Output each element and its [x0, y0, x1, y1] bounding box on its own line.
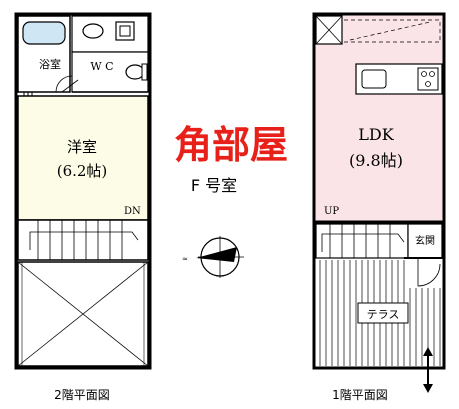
toilet-icon [125, 64, 145, 80]
sink-icon [361, 69, 387, 89]
terrace-label: テラス [367, 308, 400, 321]
second-floor-caption: 2階平面図 [54, 387, 110, 402]
bathtub [22, 21, 66, 45]
stair-up-label: UP [324, 206, 339, 217]
second-floor-plan: 浴室 W C 洋室 (6.2帖) DN [14, 12, 152, 402]
door-swing [417, 258, 441, 287]
first-floor-caption: 1階平面図 [332, 387, 388, 402]
door-swing [55, 75, 73, 93]
ldk-size: (9.8帖) [349, 151, 403, 170]
washbasin-icon [82, 23, 104, 39]
ldk-room [312, 12, 446, 224]
wc-label: W C [90, 60, 113, 73]
first-floor-plan: LDK (9.8帖) UP 玄関 [312, 12, 446, 402]
bath-label: 浴室 [39, 57, 61, 71]
staircase [315, 223, 409, 259]
corner-room-title: 角部屋 [174, 123, 288, 167]
unit-label: F 号室 [191, 176, 237, 195]
terrace: テラス [319, 260, 441, 366]
staircase [17, 219, 149, 261]
washing-machine-icon [115, 21, 135, 41]
stove-icon [417, 67, 439, 91]
north-arrow-icon: ≈ [182, 236, 244, 278]
stair-down-label: DN [124, 206, 141, 217]
ldk-name: LDK [358, 125, 394, 144]
entrance-label: 玄関 [415, 234, 435, 247]
western-room-size: (6.2帖) [57, 162, 108, 180]
entrance [407, 223, 443, 259]
western-room-name: 洋室 [67, 138, 97, 156]
entrance-arrow-icon [423, 347, 433, 393]
western-room [17, 95, 149, 221]
svg-text:≈: ≈ [182, 255, 188, 263]
